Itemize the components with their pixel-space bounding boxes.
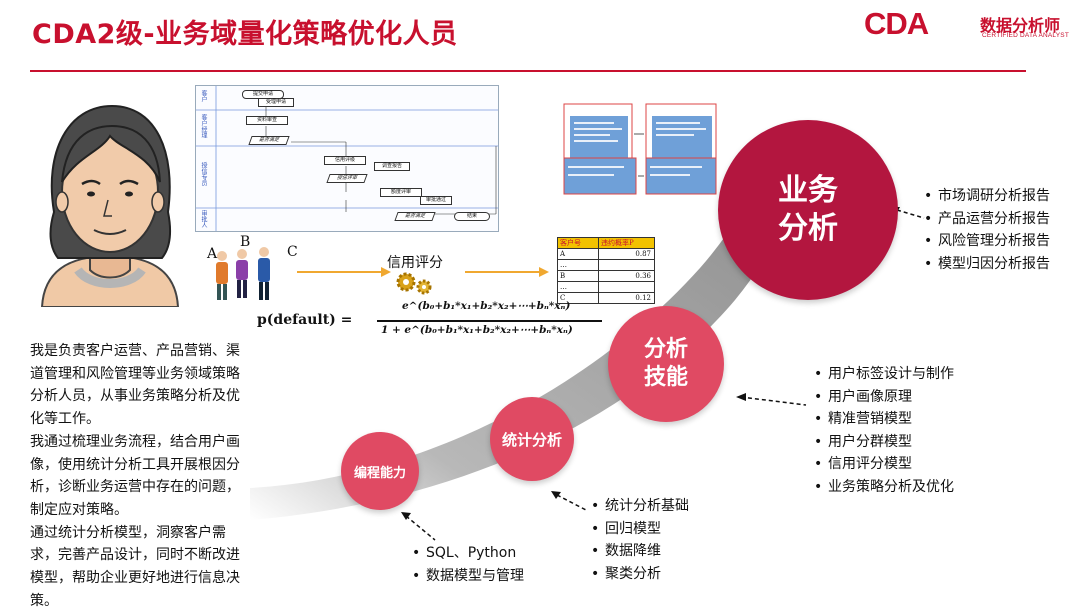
lane-customer: 客户 [200, 90, 207, 102]
business-flowchart: 客户 客户经理 授信专员 审批人 提交申请 受理申请 资料审查 是否满足 信用评… [195, 85, 499, 232]
stage-programming: 编程能力 [341, 432, 419, 510]
title-divider [30, 70, 1026, 72]
list-item: 产品运营分析报告 [924, 208, 1050, 231]
list-item: 精准营销模型 [814, 408, 954, 431]
table-cell: C [560, 294, 566, 302]
list-item: 回归模型 [591, 518, 689, 541]
logo-main: CDA [864, 6, 929, 41]
logistic-formula: p(default) = e^(b₀+b₁*x₁+b₂*x₂+⋯+bₙ*xₙ) … [257, 298, 617, 344]
page-title: CDA2级-业务域量化策略优化人员 [32, 19, 458, 50]
table-row: … [557, 260, 655, 271]
table-cell: 0.36 [598, 271, 654, 281]
lane-manager: 客户经理 [200, 114, 207, 138]
stage-label: 编程能力 [353, 465, 406, 481]
table-cell: … [560, 261, 567, 269]
stage-analysis-skills: 分析技能 [608, 306, 724, 422]
table-cell [598, 282, 654, 292]
process-arrows [297, 267, 549, 277]
table-row: B 0.36 [557, 271, 655, 282]
table-cell: 0.12 [598, 293, 654, 303]
stage-label: 统计分析 [501, 430, 562, 449]
fraction-bar [377, 320, 602, 322]
skills-items: 用户标签设计与制作 用户画像原理 精准营销模型 用户分群模型 信用评分模型 业务… [814, 363, 954, 498]
person-a-label: A [207, 246, 218, 262]
business-items: 市场调研分析报告 产品运营分析报告 风险管理分析报告 模型归因分析报告 [924, 185, 1050, 275]
flow-node: 资料审查 [246, 116, 288, 125]
formula-numerator: e^(b₀+b₁*x₁+b₂*x₂+⋯+bₙ*xₙ) [402, 300, 571, 312]
list-item: 用户标签设计与制作 [814, 363, 954, 386]
flow-node: 额度评审 [380, 188, 422, 197]
analysis-diagram [563, 103, 717, 195]
flow-node: 调查报告 [374, 162, 410, 171]
analyst-avatar-icon [40, 104, 180, 307]
table-row: A 0.87 [557, 249, 655, 260]
people-icon [216, 247, 270, 300]
cda-logo: CDA 数据分析师 CERTIFIED DATA ANALYST [864, 6, 1074, 42]
credit-score-label: 信用评分 [387, 255, 443, 271]
list-item: 聚类分析 [591, 563, 689, 586]
table-row: C 0.12 [557, 293, 655, 304]
list-item: 数据降维 [591, 540, 689, 563]
list-item: 模型归因分析报告 [924, 253, 1050, 276]
flow-node: 信用评级 [324, 156, 366, 165]
table-header: 客户号 [560, 239, 581, 247]
statistics-items: 统计分析基础 回归模型 数据降维 聚类分析 [591, 495, 689, 585]
flow-node: 受理申请 [258, 98, 294, 107]
stage-business-analysis: 业务分析 [718, 120, 898, 300]
person-b-label: B [240, 234, 251, 250]
table-cell: 0.87 [598, 249, 654, 259]
flow-node: 结束 [454, 212, 490, 221]
intro-paragraph-2: 我通过梳理业务流程，结合用户画像，使用统计分析工具开展根因分析，诊断业务运营中存… [30, 433, 240, 518]
table-body: A 0.87 … B 0.36 … C 0.12 [557, 249, 655, 304]
table-cell: A [560, 250, 566, 258]
formula-denominator: 1 + e^(b₀+b₁*x₁+b₂*x₂+⋯+bₙ*xₙ) [381, 324, 573, 336]
list-item: 数据模型与管理 [412, 565, 524, 588]
list-item: 信用评分模型 [814, 453, 954, 476]
table-cell: … [560, 283, 567, 291]
person-c-label: C [287, 244, 298, 260]
programming-items: SQL、Python 数据模型与管理 [412, 542, 524, 587]
list-item: 业务策略分析及优化 [814, 476, 954, 499]
list-item: 用户画像原理 [814, 386, 954, 409]
lane-credit: 授信专员 [200, 162, 207, 186]
flow-node: 是否满足 [248, 136, 290, 145]
list-item: SQL、Python [412, 542, 524, 565]
intro-paragraph-1: 我是负责客户运营、产品营销、渠道管理和风险管理等业务领域策略分析人员，从事业务策… [30, 343, 240, 428]
stage-statistics: 统计分析 [490, 397, 574, 481]
intro-text: 我是负责客户运营、产品营销、渠道管理和风险管理等业务领域策略分析人员，从事业务策… [30, 340, 248, 612]
logo-cn: 数据分析师 [980, 16, 1061, 35]
table-header: 违约概率P [598, 238, 654, 248]
list-item: 风险管理分析报告 [924, 230, 1050, 253]
lane-approver: 审批人 [200, 210, 207, 228]
flowchart-lanes [196, 86, 498, 231]
gear-icon [396, 272, 432, 295]
flow-node: 审批通过 [420, 196, 452, 205]
flow-node: 授信评审 [326, 174, 368, 183]
list-item: 统计分析基础 [591, 495, 689, 518]
logo-en: CERTIFIED DATA ANALYST [982, 32, 1069, 39]
formula-lhs: p(default) = [257, 312, 353, 328]
list-item: 市场调研分析报告 [924, 185, 1050, 208]
table-row: … [557, 282, 655, 293]
flow-node: 是否满足 [394, 212, 436, 221]
table-cell [598, 260, 654, 270]
stage-label: 业务分析 [778, 173, 838, 246]
table-cell: B [560, 272, 566, 280]
default-probability-table: 客户号 违约概率P A 0.87 … B 0.36 … C 0.12 [557, 237, 655, 304]
list-item: 用户分群模型 [814, 431, 954, 454]
stage-label: 分析技能 [643, 337, 688, 390]
intro-paragraph-3: 通过统计分析模型，洞察客户需求，完善产品设计，同时不断改进模型，帮助企业更好地进… [30, 524, 240, 609]
